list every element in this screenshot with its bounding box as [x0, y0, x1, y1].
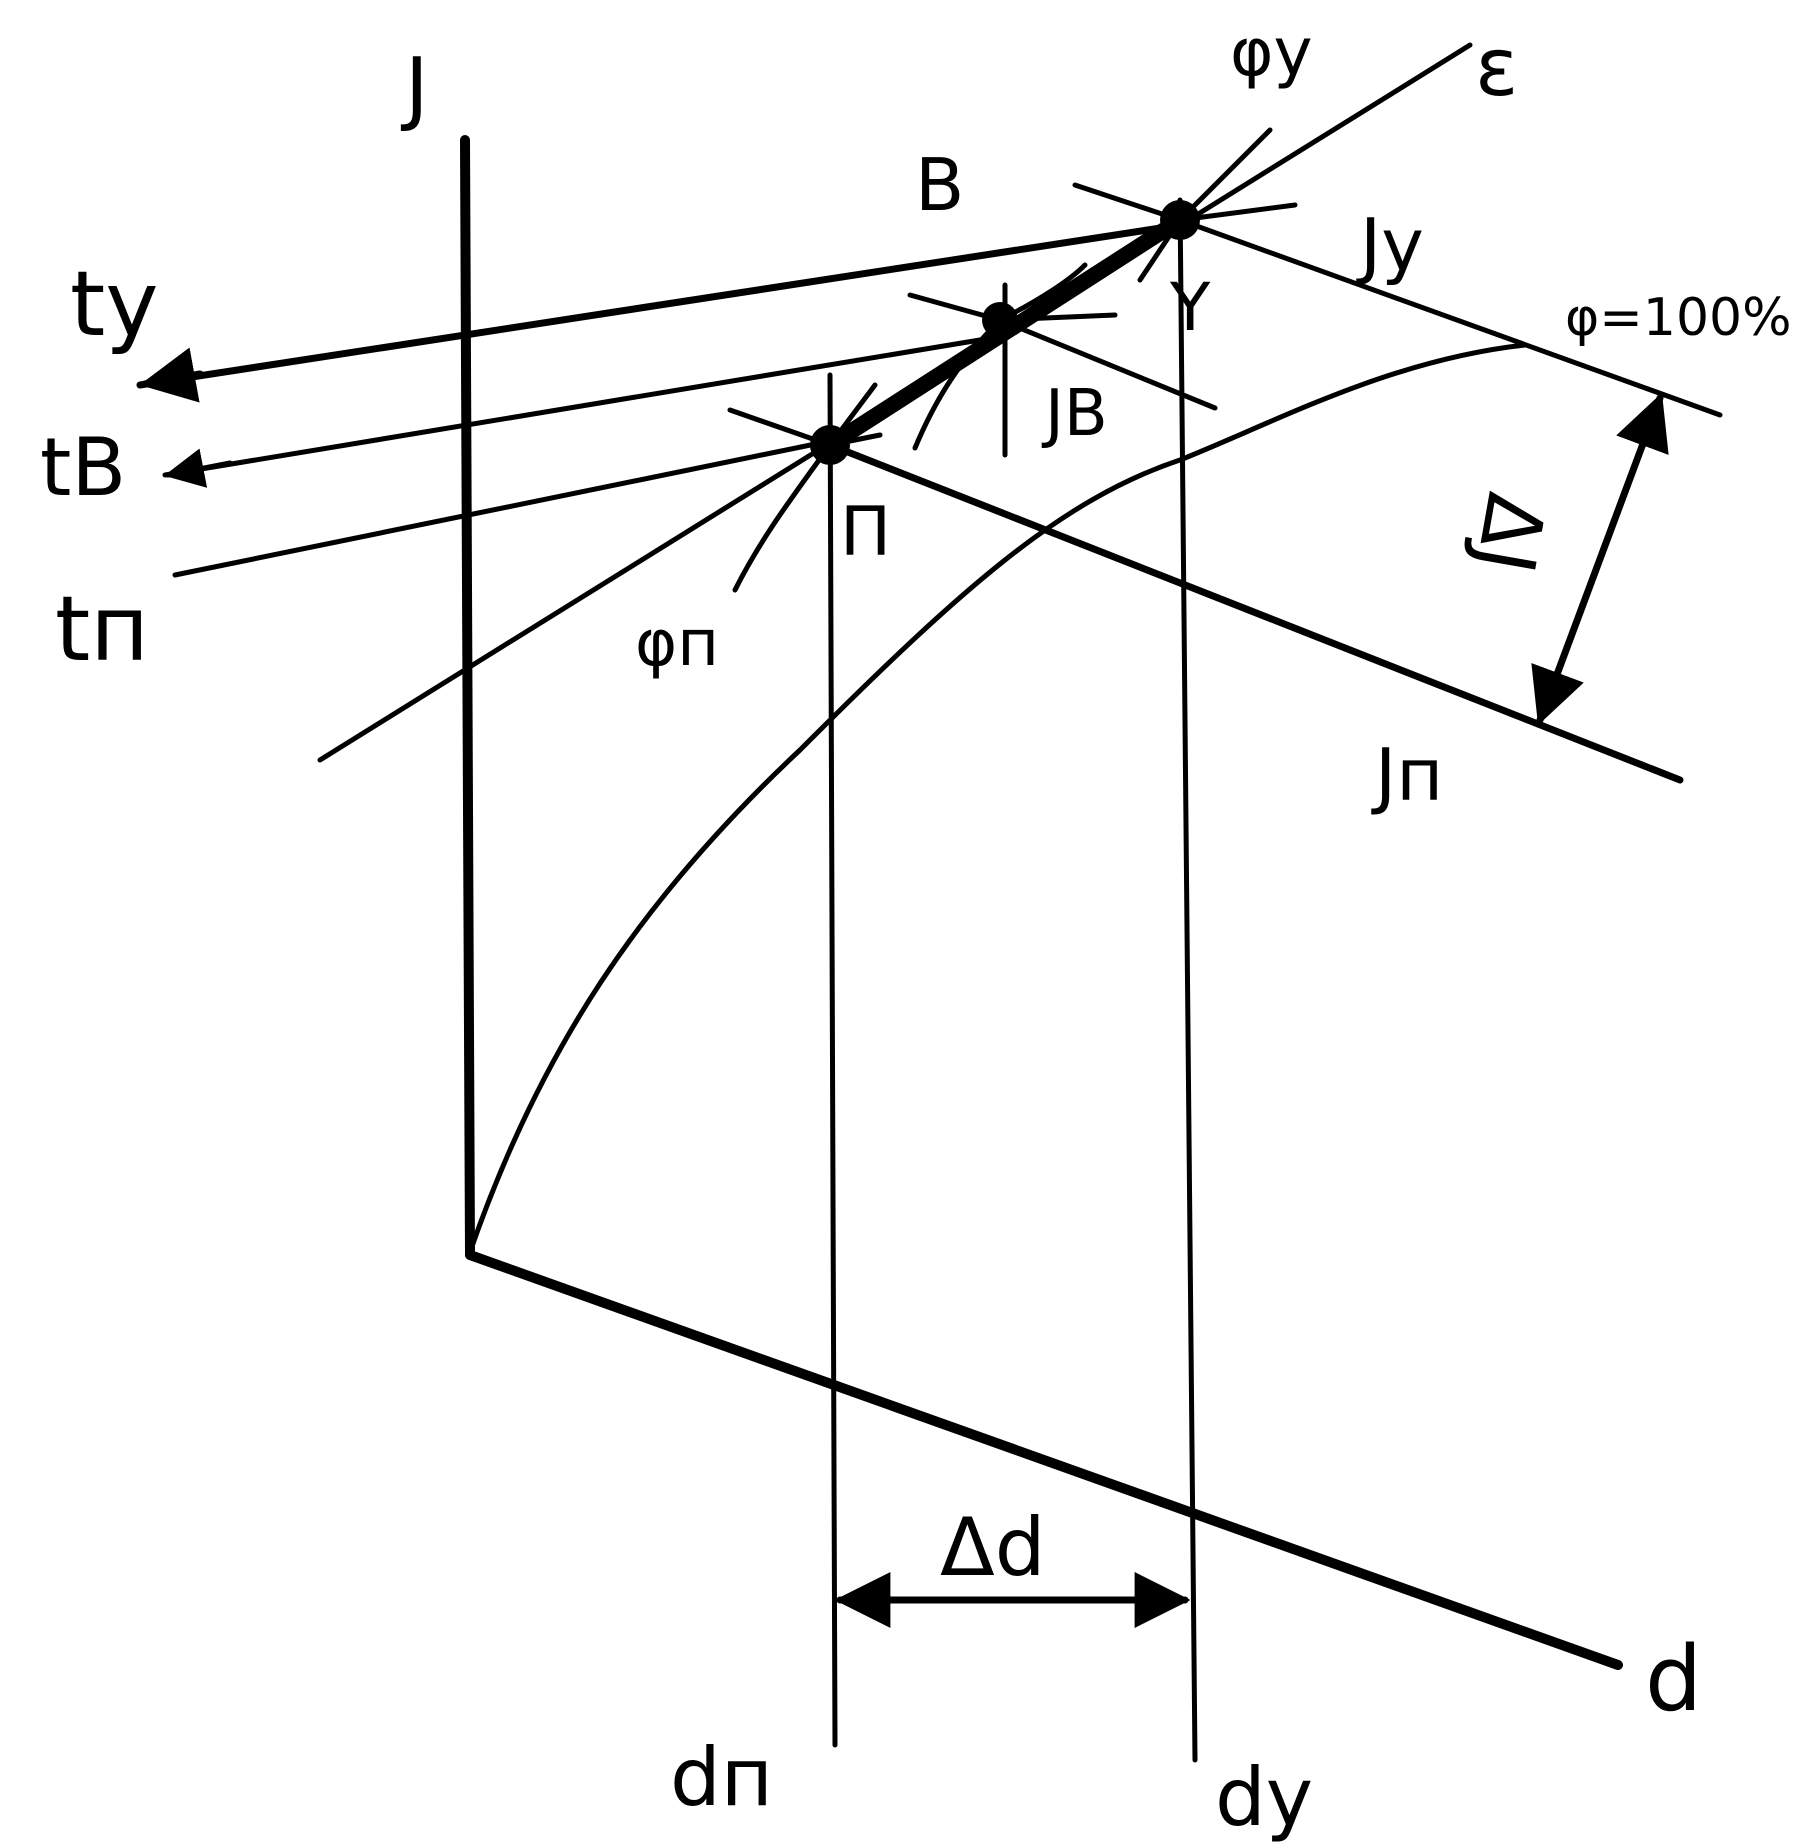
- label-phi-p: φп: [635, 607, 719, 681]
- t-B-arrow: [164, 448, 233, 488]
- d-y-vertical-line: [1177, 197, 1198, 1763]
- axis-I-line: [460, 135, 475, 1260]
- label-B: B: [915, 143, 964, 227]
- axis-d-line: [465, 1250, 1623, 1670]
- label-I-p: Jп: [1371, 733, 1443, 817]
- saturation-curve: [467, 342, 1528, 1255]
- label-axis-d: d: [1645, 1627, 1702, 1732]
- t-y-arrow: [139, 347, 204, 403]
- enthalpy-line-I-y: [1177, 217, 1723, 418]
- label-I-B: JB: [1041, 377, 1108, 451]
- label-phi-100: φ=100%: [1565, 288, 1792, 348]
- enthalpy-line-I-p: [826, 441, 1684, 784]
- point-B: [982, 302, 1018, 338]
- label-Y: Y: [1169, 269, 1211, 346]
- isotherm-t-B: [162, 332, 1013, 478]
- label-delta-d: Δd: [940, 1501, 1046, 1594]
- label-P: П: [840, 493, 891, 572]
- isotherm-t-y: [136, 221, 1184, 389]
- label-d-p: dп: [670, 1731, 773, 1824]
- label-axis-I: J: [400, 41, 429, 134]
- label-t-y: ty: [70, 252, 159, 357]
- isotherm-t-p: [172, 437, 838, 578]
- label-phi-y: φy: [1230, 14, 1313, 91]
- label-t-B: tB: [40, 421, 126, 514]
- d-p-vertical-line: [827, 372, 838, 1748]
- label-eps: ε: [1475, 21, 1518, 114]
- point-Y: [1160, 200, 1200, 240]
- label-delta-I: ΔJ: [1458, 487, 1563, 580]
- label-t-p: tп: [55, 577, 149, 682]
- delta-I-arrow: [1531, 392, 1669, 726]
- label-I-y: Jy: [1356, 203, 1424, 287]
- label-d-y: dy: [1215, 1751, 1313, 1844]
- enthalpy-line-I-B: [997, 317, 1218, 411]
- point-P: [810, 425, 850, 465]
